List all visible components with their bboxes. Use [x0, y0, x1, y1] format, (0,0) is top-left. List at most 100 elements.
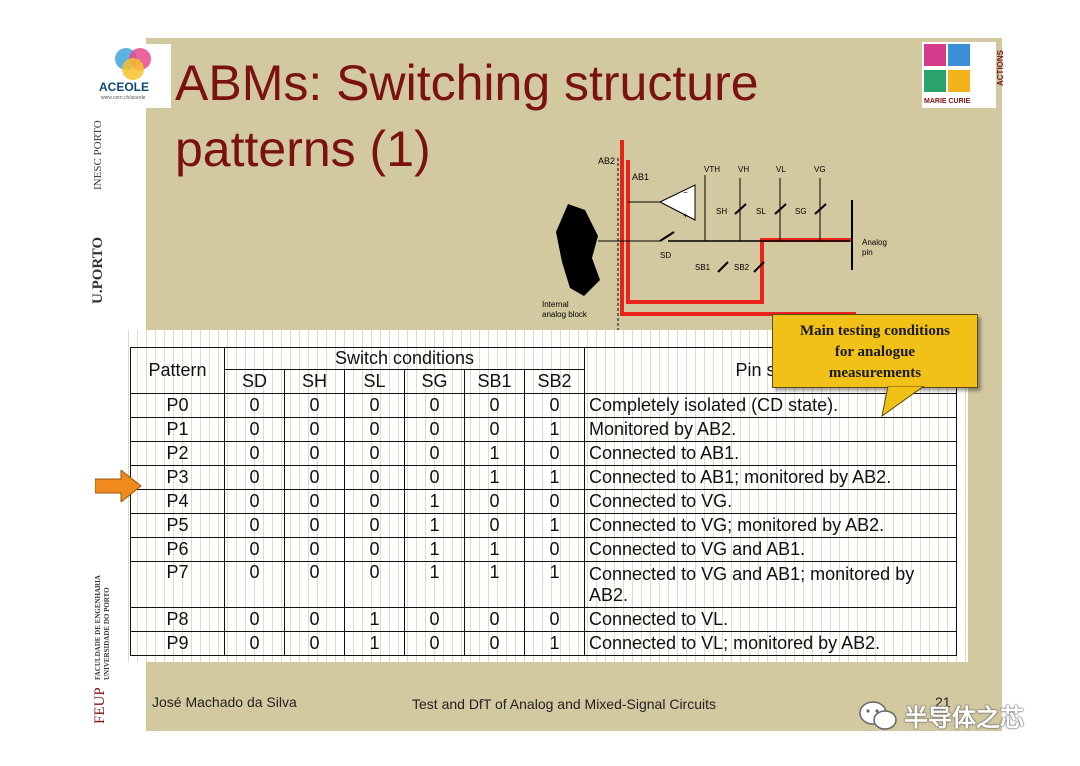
pin-state-cell: Connected to AB1.	[584, 441, 957, 466]
callout-tail	[881, 386, 925, 418]
table-cell: 0	[224, 513, 285, 538]
table-cell: 0	[404, 417, 465, 442]
table-cell: 1	[344, 631, 405, 656]
svg-text:+: +	[683, 211, 688, 220]
pin-state-cell: Connected to AB1; monitored by AB2.	[584, 465, 957, 490]
table-cell: 1	[524, 631, 585, 656]
table-cell: 1	[524, 561, 585, 608]
table-cell: 0	[284, 561, 345, 608]
switching-structure-diagram: − + AB2 AB1 VTH VH VL VG SH SL SG SD SB1…	[542, 140, 887, 336]
aceole-logo: ACEOLE www.cern.ch/aceole	[95, 44, 171, 108]
svg-text:pin: pin	[862, 248, 873, 257]
table-cell: 1	[524, 417, 585, 442]
table-cell: 0	[224, 537, 285, 562]
table-cell: 0	[464, 393, 525, 418]
table-cell: 0	[344, 465, 405, 490]
table-cell: 0	[464, 417, 525, 442]
arrow-right-icon	[95, 470, 142, 502]
pin-state-cell: Connected to VG.	[584, 489, 957, 514]
table-cell: 0	[344, 417, 405, 442]
table-cell: P3	[130, 465, 225, 490]
table-cell: 0	[344, 537, 405, 562]
table-cell: 0	[524, 441, 585, 466]
svg-text:Internal: Internal	[542, 300, 569, 309]
table-cell: 0	[284, 513, 345, 538]
table-cell: 0	[344, 513, 405, 538]
table-cell: P9	[130, 631, 225, 656]
table-cell: 0	[344, 489, 405, 514]
table-cell: P2	[130, 441, 225, 466]
svg-text:VL: VL	[776, 165, 786, 174]
pin-state-cell: Connected to VG and AB1; monitored by AB…	[584, 561, 957, 608]
switch-sb2	[753, 261, 765, 273]
table-cell: P0	[130, 393, 225, 418]
table-cell: 0	[224, 631, 285, 656]
table-cell: 1	[464, 537, 525, 562]
table-cell: 0	[464, 607, 525, 632]
inesc-porto-logo: INESC PORTO	[92, 120, 104, 190]
feup-name: FACULDADE DE ENGENHARIA	[94, 575, 102, 680]
table-cell: 0	[284, 393, 345, 418]
table-cell: 0	[404, 393, 465, 418]
table-cell: 0	[224, 561, 285, 608]
table-cell: P4	[130, 489, 225, 514]
svg-text:−: −	[683, 188, 688, 197]
footer-author: José Machado da Silva	[152, 694, 297, 710]
wechat-icon	[859, 700, 897, 730]
svg-text:SL: SL	[756, 207, 766, 216]
table-cell: SL	[344, 369, 405, 394]
table-cell: 0	[524, 489, 585, 514]
table-cell: SG	[404, 369, 465, 394]
table-cell: 0	[464, 513, 525, 538]
switch-sl	[774, 203, 787, 215]
table-cell: 0	[464, 631, 525, 656]
table-cell: 0	[404, 607, 465, 632]
header-switch-conditions: Switch conditions	[224, 347, 585, 370]
table-cell: 0	[344, 561, 405, 608]
table-cell: P8	[130, 607, 225, 632]
table-cell: SH	[284, 369, 345, 394]
table-cell: SB2	[524, 369, 585, 394]
ab1-red-path	[626, 160, 852, 304]
table-cell: 1	[524, 513, 585, 538]
table-cell: 1	[404, 489, 465, 514]
table-cell: P5	[130, 513, 225, 538]
svg-text:SB1: SB1	[695, 263, 711, 272]
table-cell: 0	[284, 441, 345, 466]
svg-text:AB2: AB2	[598, 156, 615, 166]
table-cell: 0	[284, 465, 345, 490]
table-cell: 0	[464, 489, 525, 514]
table-cell: 0	[224, 465, 285, 490]
svg-text:analog block: analog block	[542, 310, 588, 319]
switching-patterns-table: Pattern Switch conditions Pin state SD S…	[130, 347, 957, 656]
switch-sb1	[717, 261, 729, 273]
footer-course: Test and DfT of Analog and Mixed-Signal …	[412, 696, 717, 712]
table-cell: 1	[464, 465, 525, 490]
switch-sd	[659, 231, 675, 242]
svg-text:SB2: SB2	[734, 263, 750, 272]
svg-text:VH: VH	[738, 165, 749, 174]
svg-text:SG: SG	[795, 207, 807, 216]
table-cell: 0	[284, 489, 345, 514]
table-cell: 1	[464, 561, 525, 608]
table-cell: 1	[404, 513, 465, 538]
table-cell: P6	[130, 537, 225, 562]
table-cell: 0	[224, 489, 285, 514]
table-cell: 0	[284, 417, 345, 442]
table-cell: 0	[404, 465, 465, 490]
watermark: 半导体之芯	[858, 698, 1024, 733]
svg-text:VTH: VTH	[704, 165, 720, 174]
table-cell: 1	[344, 607, 405, 632]
pin-state-cell: Connected to VG; monitored by AB2.	[584, 513, 957, 538]
table-cell: 1	[404, 561, 465, 608]
feup-logo: FEUP	[92, 687, 108, 724]
table-cell: 0	[284, 537, 345, 562]
pin-state-cell: Connected to VL; monitored by AB2.	[584, 631, 957, 656]
uporto-logo: U.PORTO	[90, 236, 106, 304]
